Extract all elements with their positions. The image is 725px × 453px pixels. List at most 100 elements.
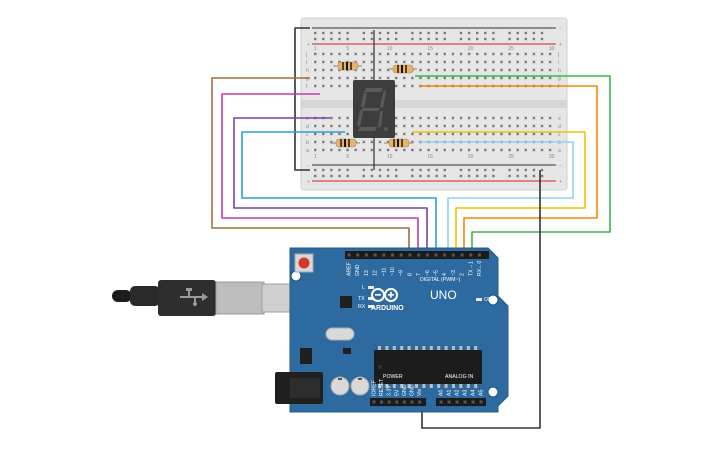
breadboard-hole[interactable]: [548, 116, 552, 120]
breadboard-hole[interactable]: [548, 52, 552, 56]
breadboard-hole[interactable]: [419, 52, 422, 56]
breadboard-hole[interactable]: [516, 52, 519, 56]
breadboard-hole[interactable]: [362, 68, 365, 72]
breadboard-hole[interactable]: [500, 148, 503, 152]
breadboard-hole[interactable]: [524, 124, 527, 128]
breadboard-hole[interactable]: [338, 132, 341, 136]
breadboard-hole[interactable]: [508, 60, 511, 64]
breadboard-hole[interactable]: [411, 132, 414, 136]
breadboard-rail-hole[interactable]: [532, 174, 536, 178]
breadboard-rail-hole[interactable]: [540, 37, 544, 41]
breadboard-hole[interactable]: [524, 148, 527, 152]
breadboard-hole[interactable]: [427, 76, 430, 80]
breadboard-hole[interactable]: [532, 132, 536, 136]
breadboard-hole[interactable]: [395, 60, 398, 64]
breadboard-hole[interactable]: [330, 68, 333, 72]
breadboard-rail-hole[interactable]: [508, 168, 511, 172]
power-pin[interactable]: [402, 400, 406, 404]
breadboard-hole[interactable]: [395, 116, 398, 120]
breadboard-hole[interactable]: [395, 148, 398, 152]
breadboard-hole[interactable]: [314, 60, 317, 64]
breadboard-rail-hole[interactable]: [459, 37, 463, 41]
breadboard-hole[interactable]: [411, 116, 414, 120]
breadboard-hole[interactable]: [330, 52, 333, 56]
breadboard-rail-hole[interactable]: [322, 168, 325, 172]
usb-cable[interactable]: [112, 280, 317, 316]
breadboard-rail-hole[interactable]: [370, 168, 374, 172]
breadboard-rail-hole[interactable]: [411, 37, 414, 41]
breadboard-rail-hole[interactable]: [427, 174, 430, 178]
breadboard-rail-hole[interactable]: [476, 37, 479, 41]
breadboard-hole[interactable]: [330, 148, 333, 152]
resistor-top-right[interactable]: [388, 64, 417, 74]
breadboard-hole[interactable]: [508, 148, 511, 152]
breadboard-hole[interactable]: [419, 76, 422, 80]
breadboard-hole[interactable]: [492, 116, 495, 120]
breadboard-hole[interactable]: [362, 76, 365, 80]
breadboard-hole[interactable]: [346, 124, 349, 128]
breadboard-hole[interactable]: [524, 68, 527, 72]
breadboard-hole[interactable]: [427, 132, 430, 136]
breadboard-rail-hole[interactable]: [378, 31, 382, 35]
breadboard-hole[interactable]: [484, 116, 487, 120]
breadboard-rail-hole[interactable]: [508, 174, 511, 178]
breadboard-hole[interactable]: [484, 60, 487, 64]
breadboard-hole[interactable]: [540, 52, 544, 56]
wire-blue[interactable]: [241, 131, 437, 252]
breadboard-hole[interactable]: [484, 52, 487, 56]
breadboard-hole[interactable]: [378, 140, 382, 144]
breadboard-rail-hole[interactable]: [443, 37, 446, 41]
breadboard-rail-hole[interactable]: [314, 168, 317, 172]
wire-magenta[interactable]: [221, 93, 419, 252]
breadboard-rail-hole[interactable]: [314, 174, 317, 178]
breadboard-rail-hole[interactable]: [362, 37, 365, 41]
breadboard-hole[interactable]: [386, 76, 390, 80]
power-pin[interactable]: [372, 400, 376, 404]
breadboard-rail-hole[interactable]: [411, 168, 414, 172]
breadboard-hole[interactable]: [330, 84, 333, 88]
wire-green[interactable]: [415, 75, 611, 252]
breadboard-hole[interactable]: [492, 124, 495, 128]
power-pin[interactable]: [387, 400, 391, 404]
breadboard-rail-hole[interactable]: [435, 174, 438, 178]
breadboard-rail-hole[interactable]: [427, 37, 430, 41]
digital-pin[interactable]: [408, 253, 412, 257]
breadboard-hole[interactable]: [322, 132, 325, 136]
wire-brown[interactable]: [211, 77, 410, 252]
breadboard-hole[interactable]: [467, 68, 471, 72]
breadboard-hole[interactable]: [362, 60, 365, 64]
breadboard-hole[interactable]: [459, 68, 463, 72]
breadboard-rail-hole[interactable]: [411, 174, 414, 178]
analog-pin[interactable]: [463, 400, 467, 404]
digital-pin[interactable]: [425, 253, 429, 257]
power-pin[interactable]: [410, 400, 414, 404]
breadboard-hole[interactable]: [378, 68, 382, 72]
breadboard-hole[interactable]: [330, 132, 333, 136]
breadboard-hole[interactable]: [346, 116, 349, 120]
breadboard-rail-hole[interactable]: [524, 168, 527, 172]
breadboard-hole[interactable]: [532, 60, 536, 64]
breadboard-hole[interactable]: [370, 60, 374, 64]
bottom-header-pins[interactable]: [372, 400, 483, 404]
analog-pin[interactable]: [471, 400, 475, 404]
breadboard-rail-hole[interactable]: [476, 168, 479, 172]
breadboard-hole[interactable]: [500, 76, 503, 80]
breadboard-hole[interactable]: [395, 52, 398, 56]
breadboard-hole[interactable]: [403, 132, 406, 136]
breadboard-hole[interactable]: [330, 124, 333, 128]
breadboard-rail-hole[interactable]: [346, 168, 349, 172]
breadboard-hole[interactable]: [524, 132, 527, 136]
breadboard-hole[interactable]: [435, 68, 438, 72]
breadboard-hole[interactable]: [451, 60, 455, 64]
breadboard-hole[interactable]: [548, 60, 552, 64]
breadboard-hole[interactable]: [419, 60, 422, 64]
breadboard-hole[interactable]: [354, 52, 357, 56]
breadboard-hole[interactable]: [395, 76, 398, 80]
breadboard-hole[interactable]: [362, 52, 365, 56]
breadboard-hole[interactable]: [322, 140, 325, 144]
breadboard-hole[interactable]: [322, 68, 325, 72]
breadboard-rail-hole[interactable]: [540, 31, 544, 35]
breadboard-hole[interactable]: [411, 140, 414, 144]
breadboard-hole[interactable]: [476, 124, 479, 128]
